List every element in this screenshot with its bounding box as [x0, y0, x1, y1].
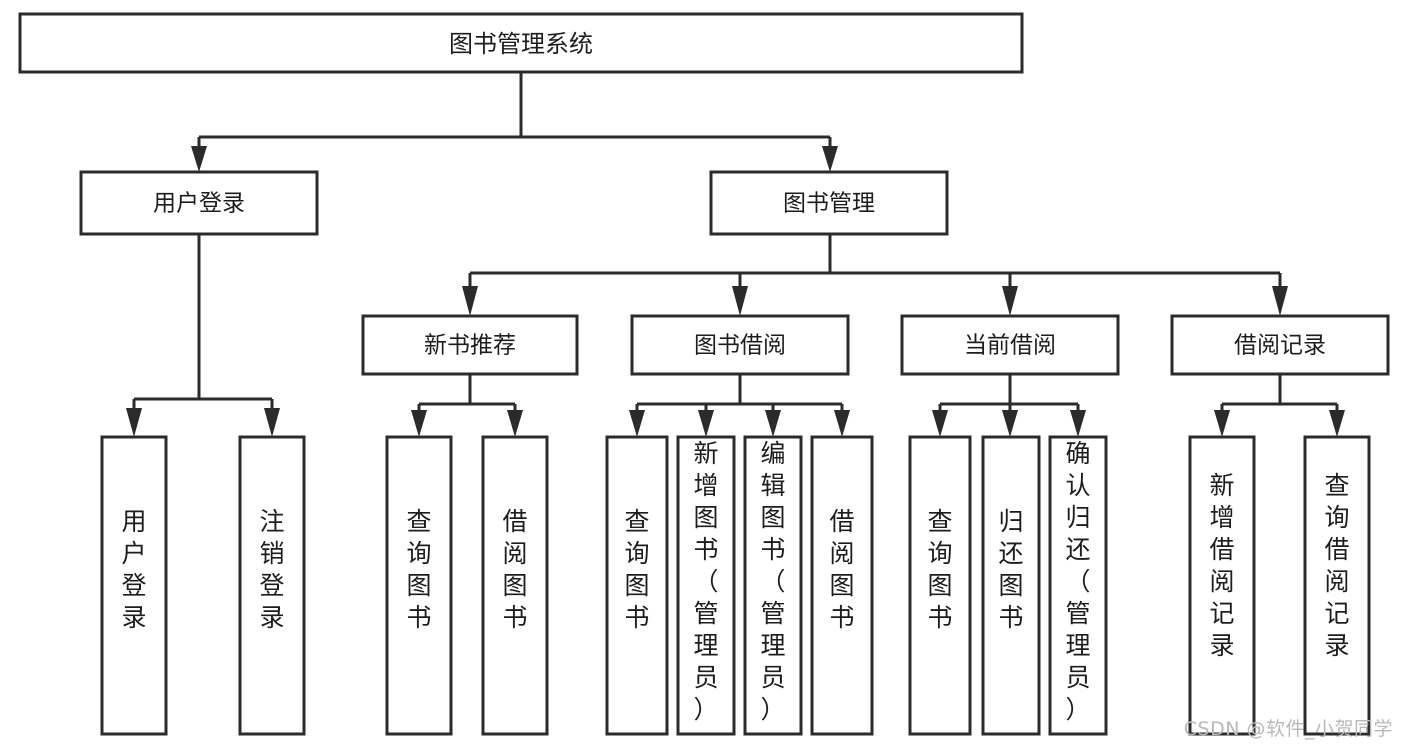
node-book-management-label: 图书管理: [783, 191, 875, 217]
csdn-watermark: CSDN @软件_小贺同学: [1183, 718, 1393, 740]
arrow-head-new-book-recommend: [462, 286, 478, 316]
node-leaf-borrow-book-1[interactable]: 借阅图书: [481, 435, 549, 736]
node-book-management[interactable]: 图书管理: [709, 170, 949, 236]
leaf-layer: 用户登录 注销登录 查询图书 借阅图书 查询图书 新增图书（管理员） 编辑图书（…: [100, 435, 1371, 736]
arrow-head-current-borrow: [1002, 286, 1018, 316]
node-leaf-query-book-1-box[interactable]: [385, 435, 453, 736]
node-leaf-query-book-1-label: 查询图书: [406, 507, 431, 632]
node-root-label: 图书管理系统: [449, 30, 593, 58]
node-leaf-user-logout-label: 注销登录: [259, 507, 284, 632]
arrow-head-leaf-add-borrow-record: [1214, 410, 1230, 437]
node-leaf-user-logout-box[interactable]: [238, 435, 306, 736]
node-user-login-box[interactable]: [79, 170, 319, 236]
arrow-head-borrow-record: [1272, 286, 1288, 316]
node-leaf-borrow-book-1-box[interactable]: [481, 435, 549, 736]
node-leaf-query-borrow-record-box[interactable]: [1303, 435, 1371, 736]
node-leaf-borrow-book-2-box[interactable]: [810, 435, 874, 736]
node-borrow-record-label: 借阅记录: [1234, 333, 1326, 359]
node-leaf-edit-book-box[interactable]: [743, 435, 803, 736]
node-borrow-record[interactable]: 借阅记录: [1170, 314, 1390, 376]
arrow-head-user-login: [191, 146, 207, 172]
node-user-login[interactable]: 用户登录: [79, 170, 319, 236]
node-leaf-add-book-label: 新增图书（管理员）: [693, 439, 718, 724]
node-root-box[interactable]: [18, 12, 1024, 74]
node-leaf-add-borrow-record-label: 新增借阅记录: [1209, 471, 1234, 660]
node-leaf-return-book-box[interactable]: [981, 435, 1041, 736]
arrow-head-leaf-query-book-2: [629, 410, 645, 437]
node-root[interactable]: 图书管理系统: [18, 12, 1024, 74]
arrow-head-leaf-borrow-book-1: [507, 410, 523, 437]
node-leaf-return-book[interactable]: 归还图书: [981, 435, 1041, 736]
node-new-book-recommend-label: 新书推荐: [424, 333, 516, 359]
node-leaf-query-book-2-label: 查询图书: [624, 507, 649, 632]
arrow-head-leaf-query-book-1: [411, 410, 427, 437]
node-leaf-user-logout[interactable]: 注销登录: [238, 435, 306, 736]
node-leaf-add-borrow-record[interactable]: 新增借阅记录: [1188, 435, 1256, 736]
node-leaf-edit-book[interactable]: 编辑图书（管理员）: [743, 435, 803, 736]
node-leaf-query-book-2-box[interactable]: [605, 435, 669, 736]
node-book-management-box[interactable]: [709, 170, 949, 236]
node-user-login-label: 用户登录: [153, 191, 245, 217]
node-leaf-confirm-return[interactable]: 确认归还（管理员）: [1048, 435, 1108, 736]
arrow-head-leaf-confirm-return: [1070, 410, 1086, 437]
node-leaf-confirm-return-label: 确认归还（管理员）: [1065, 439, 1090, 724]
arrow-head-leaf-edit-book: [765, 410, 781, 437]
node-book-borrow[interactable]: 图书借阅: [630, 314, 850, 376]
node-book-borrow-label: 图书借阅: [694, 333, 786, 359]
node-leaf-add-borrow-record-box[interactable]: [1188, 435, 1256, 736]
node-leaf-query-book-3-label: 查询图书: [927, 507, 952, 632]
arrow-head-leaf-user-login: [126, 408, 142, 437]
node-leaf-query-borrow-record[interactable]: 查询借阅记录: [1303, 435, 1371, 736]
arrow-head-book-management: [822, 146, 838, 172]
node-leaf-query-borrow-record-label: 查询借阅记录: [1324, 471, 1349, 660]
node-leaf-query-book-3[interactable]: 查询图书: [908, 435, 972, 736]
node-new-book-recommend[interactable]: 新书推荐: [361, 314, 579, 376]
arrow-head-leaf-return-book: [1002, 410, 1018, 437]
node-borrow-record-box[interactable]: [1170, 314, 1390, 376]
node-leaf-borrow-book-2-label: 借阅图书: [829, 507, 854, 632]
node-leaf-query-book-2[interactable]: 查询图书: [605, 435, 669, 736]
arrow-head-leaf-query-borrow-record: [1329, 410, 1345, 437]
node-leaf-user-login-box[interactable]: [100, 435, 168, 736]
node-leaf-add-book-box[interactable]: [676, 435, 736, 736]
node-leaf-query-book-1[interactable]: 查询图书: [385, 435, 453, 736]
connector-layer: [126, 72, 1345, 437]
arrow-head-leaf-query-book-3: [932, 410, 948, 437]
node-leaf-borrow-book-1-label: 借阅图书: [502, 507, 527, 632]
node-current-borrow[interactable]: 当前借阅: [900, 314, 1120, 376]
node-leaf-query-book-3-box[interactable]: [908, 435, 972, 736]
node-new-book-recommend-box[interactable]: [361, 314, 579, 376]
node-book-borrow-box[interactable]: [630, 314, 850, 376]
node-leaf-confirm-return-box[interactable]: [1048, 435, 1108, 736]
node-leaf-borrow-book-2[interactable]: 借阅图书: [810, 435, 874, 736]
arrow-head-leaf-add-book: [698, 410, 714, 437]
arrow-head-leaf-user-logout: [264, 408, 280, 437]
node-leaf-user-login[interactable]: 用户登录: [100, 435, 168, 736]
node-leaf-user-login-label: 用户登录: [121, 507, 146, 632]
arrow-head-leaf-borrow-book-2: [834, 410, 850, 437]
node-leaf-return-book-label: 归还图书: [998, 507, 1023, 632]
node-leaf-add-book[interactable]: 新增图书（管理员）: [676, 435, 736, 736]
node-current-borrow-box[interactable]: [900, 314, 1120, 376]
node-current-borrow-label: 当前借阅: [964, 333, 1056, 359]
arrow-head-book-borrow: [732, 286, 748, 316]
node-leaf-edit-book-label: 编辑图书（管理员）: [760, 439, 785, 724]
